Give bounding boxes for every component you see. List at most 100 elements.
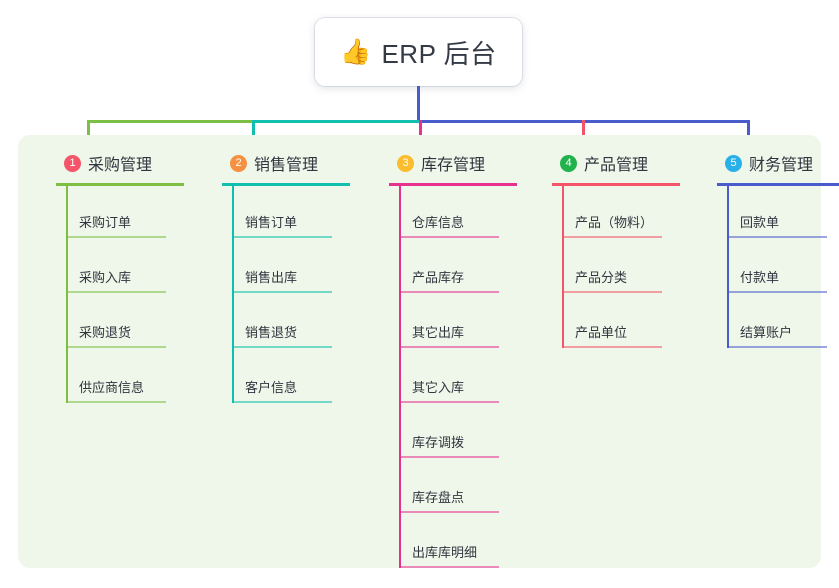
module-title: 销售管理 — [254, 157, 319, 174]
module-title: 财务管理 — [749, 157, 814, 174]
connector-drop — [582, 120, 585, 149]
module-item-label: 仓库信息 — [412, 215, 465, 230]
root-node-card[interactable]: 👍 ERP 后台 — [315, 18, 522, 86]
module-title: 库存管理 — [421, 157, 486, 174]
module-item-rule — [399, 401, 499, 403]
module-item-label: 付款单 — [740, 270, 780, 285]
module-item-label: 销售出库 — [245, 270, 298, 285]
module-item-rule — [562, 291, 662, 293]
module-item-label: 产品分类 — [575, 270, 628, 285]
module-item[interactable]: 产品单位 — [562, 312, 672, 348]
connector-bar-segment — [87, 120, 255, 123]
module-item[interactable]: 回款单 — [727, 202, 837, 238]
module-item[interactable]: 库存调拨 — [399, 422, 509, 458]
module-index-badge: 2 — [230, 154, 247, 172]
module-item-rule — [66, 346, 166, 348]
module-item[interactable]: 采购订单 — [66, 202, 176, 238]
module-item-label: 供应商信息 — [79, 380, 145, 395]
module-header-rule — [717, 183, 839, 186]
thumbs-up-icon: 👍 — [340, 37, 372, 66]
root-node-title: ERP 后台 — [381, 38, 497, 69]
connector-drop — [252, 120, 255, 149]
module-item-rule — [232, 291, 332, 293]
connector-trunk — [417, 86, 420, 123]
module-item-rule — [66, 401, 166, 403]
module-item-label: 销售订单 — [245, 215, 298, 230]
module-item[interactable]: 库存盘点 — [399, 477, 509, 513]
module-item[interactable]: 出库库明细 — [399, 532, 509, 568]
module-item[interactable]: 销售退货 — [232, 312, 342, 348]
module-item[interactable]: 客户信息 — [232, 367, 342, 403]
module-spine — [562, 183, 564, 348]
module-header[interactable]: 4 产品管理 — [540, 149, 700, 177]
module-item-rule — [399, 291, 499, 293]
connector-bar-segment — [582, 120, 750, 123]
module-spine — [727, 183, 729, 348]
module-column: 3 库存管理仓库信息产品库存其它出库其它入库库存调拨库存盘点出库库明细 — [377, 149, 537, 568]
module-item[interactable]: 产品（物料） — [562, 202, 672, 238]
module-item[interactable]: 产品分类 — [562, 257, 672, 293]
module-item[interactable]: 其它出库 — [399, 312, 509, 348]
module-item-rule — [399, 236, 499, 238]
module-item-label: 采购订单 — [79, 215, 132, 230]
module-item-rule — [232, 236, 332, 238]
module-item-label: 产品（物料） — [575, 215, 654, 230]
module-index-badge: 4 — [560, 154, 577, 172]
module-item[interactable]: 产品库存 — [399, 257, 509, 293]
module-item-label: 采购入库 — [79, 270, 132, 285]
module-item-rule — [727, 236, 827, 238]
module-header-rule — [389, 183, 517, 186]
module-spine — [66, 183, 68, 403]
module-item-label: 库存调拨 — [412, 435, 465, 450]
module-item-rule — [399, 346, 499, 348]
module-item[interactable]: 采购入库 — [66, 257, 176, 293]
connector-bar-segment — [252, 120, 422, 123]
module-item-label: 结算账户 — [740, 325, 793, 340]
module-item[interactable]: 供应商信息 — [66, 367, 176, 403]
module-item-label: 其它出库 — [412, 325, 465, 340]
module-item-rule — [562, 346, 662, 348]
module-index-badge: 3 — [397, 154, 414, 172]
module-item-rule — [66, 236, 166, 238]
module-column: 2 销售管理销售订单销售出库销售退货客户信息 — [210, 149, 370, 403]
module-item-label: 回款单 — [740, 215, 780, 230]
module-item[interactable]: 销售出库 — [232, 257, 342, 293]
module-title: 采购管理 — [88, 157, 153, 174]
connector-drop — [747, 120, 750, 149]
connector-bar-segment — [419, 120, 585, 123]
module-header[interactable]: 2 销售管理 — [210, 149, 370, 177]
module-item-rule — [399, 511, 499, 513]
module-header[interactable]: 5 财务管理 — [705, 149, 839, 177]
module-header-rule — [56, 183, 184, 186]
module-item[interactable]: 采购退货 — [66, 312, 176, 348]
module-item-label: 采购退货 — [79, 325, 132, 340]
module-header[interactable]: 1 采购管理 — [44, 149, 204, 177]
module-header-rule — [552, 183, 680, 186]
root-node-content: 👍 ERP 后台 — [340, 34, 496, 71]
modules-panel: 1 采购管理采购订单采购入库采购退货供应商信息 2 销售管理销售订单销售出库销售退货客… — [18, 135, 839, 568]
module-title: 产品管理 — [584, 157, 649, 174]
module-item[interactable]: 其它入库 — [399, 367, 509, 403]
connector-drop — [87, 120, 90, 149]
module-item-label: 产品库存 — [412, 270, 465, 285]
module-item-label: 库存盘点 — [412, 490, 465, 505]
module-column: 1 采购管理采购订单采购入库采购退货供应商信息 — [44, 149, 204, 403]
module-item[interactable]: 付款单 — [727, 257, 837, 293]
module-column: 4 产品管理产品（物料） 产品分类产品单位 — [540, 149, 700, 348]
module-item-rule — [727, 346, 827, 348]
module-header[interactable]: 3 库存管理 — [377, 149, 537, 177]
module-item-rule — [232, 401, 332, 403]
module-item-rule — [232, 346, 332, 348]
module-item[interactable]: 仓库信息 — [399, 202, 509, 238]
module-item[interactable]: 结算账户 — [727, 312, 837, 348]
module-item-rule — [562, 236, 662, 238]
module-index-badge: 5 — [725, 154, 742, 172]
module-item-label: 客户信息 — [245, 380, 298, 395]
module-index-badge: 1 — [64, 154, 81, 172]
module-item-label: 销售退货 — [245, 325, 298, 340]
module-item[interactable]: 销售订单 — [232, 202, 342, 238]
connector-drop — [419, 120, 422, 149]
module-spine — [232, 183, 234, 403]
module-item-label: 出库库明细 — [412, 545, 478, 560]
